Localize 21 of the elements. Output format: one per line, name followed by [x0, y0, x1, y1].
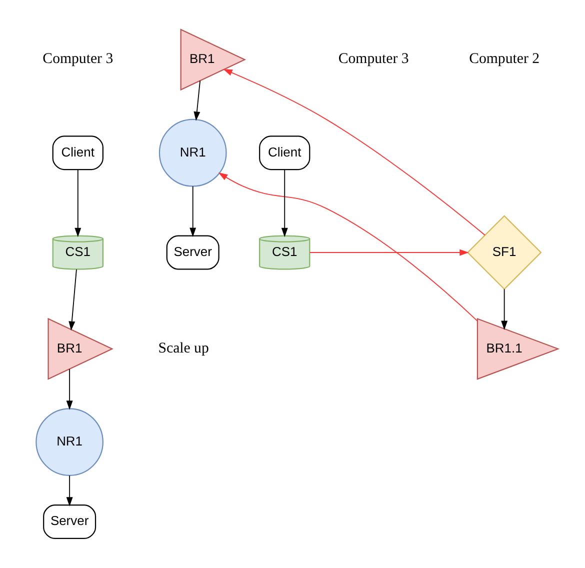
arrow	[190, 186, 196, 237]
label: Scale up	[158, 340, 209, 356]
arrow	[218, 172, 478, 322]
arrow	[281, 169, 288, 238]
label: Computer 3	[42, 51, 114, 68]
arrow	[74, 169, 82, 238]
node-box: Server	[166, 235, 220, 270]
arrow	[501, 288, 508, 330]
arrow	[66, 368, 73, 410]
arrow	[223, 69, 486, 236]
node-box: Client	[52, 136, 104, 170]
arrow	[66, 475, 73, 506]
label: Computer 2	[469, 51, 540, 68]
arrow	[68, 268, 77, 331]
node-diamond: SF1	[466, 215, 542, 290]
node-box: Server	[43, 504, 96, 540]
node-circle: NR1	[36, 408, 104, 476]
arrow	[309, 249, 469, 256]
node-box: Client	[259, 136, 310, 170]
label: Computer 3	[338, 51, 409, 68]
arrow	[194, 80, 201, 121]
